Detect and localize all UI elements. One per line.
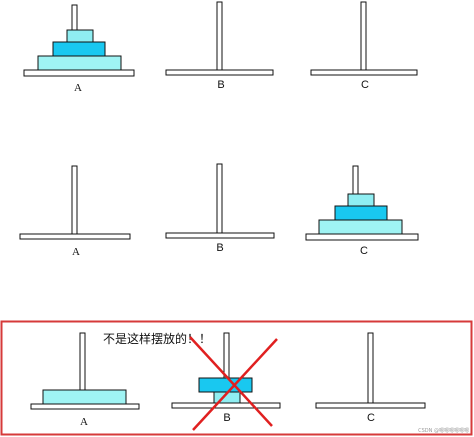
disk-large xyxy=(42,389,127,405)
watermark: CSDN @嗯嗯嗯嗯嗯嗯 xyxy=(418,428,469,434)
disk-small xyxy=(66,29,94,43)
base xyxy=(165,232,275,239)
base xyxy=(171,402,281,409)
peg-a-invalid: A xyxy=(30,332,140,428)
peg-label-c: C xyxy=(367,412,375,424)
peg-label-a: A xyxy=(80,416,88,428)
peg-label-a: A xyxy=(74,82,82,94)
peg-b-initial: B xyxy=(165,1,274,91)
base xyxy=(19,233,131,240)
row-initial-state: A B C xyxy=(23,1,418,94)
disk-large xyxy=(318,219,403,235)
base xyxy=(30,403,140,410)
warning-text: 不是这样摆放的！！ xyxy=(103,331,211,346)
disk-medium xyxy=(334,205,388,221)
peg-c-goal: C xyxy=(305,165,419,257)
peg-label-b: B xyxy=(216,242,223,254)
rod xyxy=(360,1,367,71)
peg-a-initial: A xyxy=(23,4,135,94)
peg-label-c: C xyxy=(360,245,368,257)
peg-b-invalid: B xyxy=(171,332,281,431)
rod xyxy=(79,332,86,391)
disk-medium xyxy=(52,41,106,57)
peg-label-b: B xyxy=(223,412,230,424)
peg-label-a: A xyxy=(72,246,80,258)
base xyxy=(310,69,418,76)
peg-label-c: C xyxy=(361,79,369,91)
disk-medium-top xyxy=(198,377,253,393)
rod xyxy=(367,332,374,404)
base xyxy=(23,69,135,77)
rod xyxy=(71,165,78,235)
peg-label-b: B xyxy=(217,79,224,91)
row-invalid-example: 不是这样摆放的！！ A B C CSDN @嗯嗯嗯嗯嗯嗯 xyxy=(0,320,473,436)
warning-frame xyxy=(0,320,473,436)
rod xyxy=(216,163,223,234)
row-goal-state: A B C xyxy=(19,163,419,258)
base xyxy=(165,69,274,76)
peg-c-initial: C xyxy=(310,1,418,91)
peg-a-goal: A xyxy=(19,165,131,258)
base xyxy=(315,402,426,409)
disk-large xyxy=(37,55,122,71)
cross-mark-icon xyxy=(189,336,278,431)
rod xyxy=(216,1,223,71)
peg-b-goal: B xyxy=(165,163,275,254)
base xyxy=(305,233,419,241)
disk-small xyxy=(347,193,375,207)
peg-c-invalid: C xyxy=(315,332,426,424)
